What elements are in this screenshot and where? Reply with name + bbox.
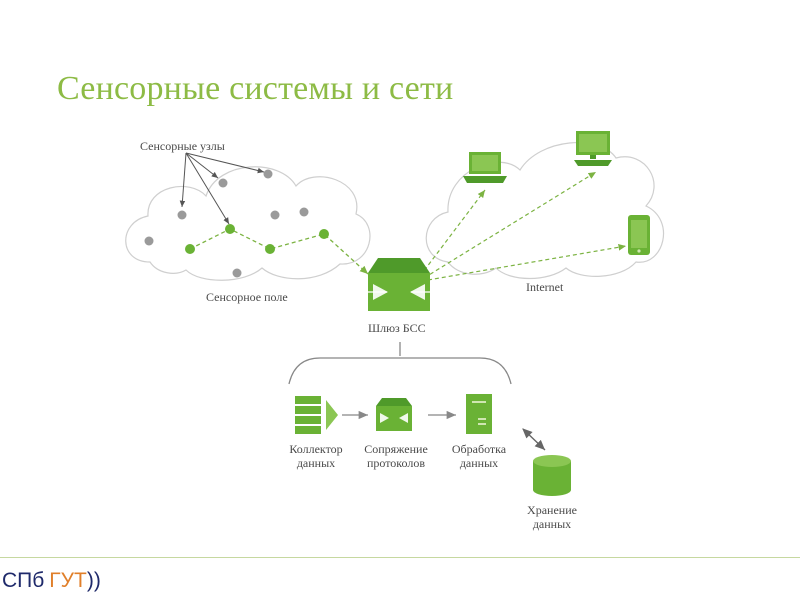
- gateway-bracket: [288, 342, 512, 385]
- logo-text-spb: СПб: [2, 569, 45, 592]
- sensor-node: [144, 236, 154, 246]
- footer-divider: [0, 557, 800, 558]
- logo-text-gut: ГУТ: [49, 569, 87, 592]
- routing-node: [185, 244, 195, 254]
- bidirectional-arrow: [522, 428, 546, 451]
- protocol-label-line1: Сопряжение: [364, 442, 428, 456]
- page-title: Сенсорные системы и сети: [57, 70, 454, 107]
- logo-wave-mark: )): [86, 569, 101, 592]
- server-icon: [466, 394, 492, 434]
- collector-label-line2: данных: [297, 456, 335, 470]
- internet-links: [419, 171, 627, 281]
- sensor-nodes-label: Сенсорные узлы: [140, 139, 225, 153]
- routing-node: [225, 224, 235, 234]
- laptop-icon: [463, 152, 507, 183]
- collector-label-line1: Коллектор: [289, 442, 342, 456]
- gateway-label: Шлюз БСС: [368, 321, 426, 335]
- label-pointer-arrows: [179, 152, 265, 225]
- sensor-node: [263, 169, 273, 179]
- protocol-label-line2: протоколов: [367, 456, 425, 470]
- gateway-icon: [368, 258, 430, 311]
- storage-label-line2: данных: [533, 517, 571, 531]
- sensor-node: [299, 207, 309, 217]
- sensor-field-label: Сенсорное поле: [206, 290, 288, 304]
- storage-label-line1: Хранение: [527, 503, 577, 517]
- data-collector-icon: [295, 396, 338, 434]
- routing-node: [319, 229, 329, 239]
- protocol-adapter-icon: [376, 398, 412, 431]
- sensor-node: [177, 210, 187, 220]
- sensor-field-cloud: [125, 166, 371, 281]
- database-icon: [533, 455, 571, 496]
- sensor-node: [232, 268, 242, 278]
- processing-label-line2: данных: [460, 456, 498, 470]
- desktop-icon: [574, 131, 612, 166]
- smartphone-icon: [628, 215, 650, 255]
- routing-node: [265, 244, 275, 254]
- sensor-node: [218, 178, 228, 188]
- processing-label-line1: Обработка: [452, 442, 507, 456]
- routing-path: [189, 228, 369, 275]
- internet-label: Internet: [526, 280, 564, 294]
- sensor-node: [270, 210, 280, 220]
- internet-cloud: [425, 141, 664, 279]
